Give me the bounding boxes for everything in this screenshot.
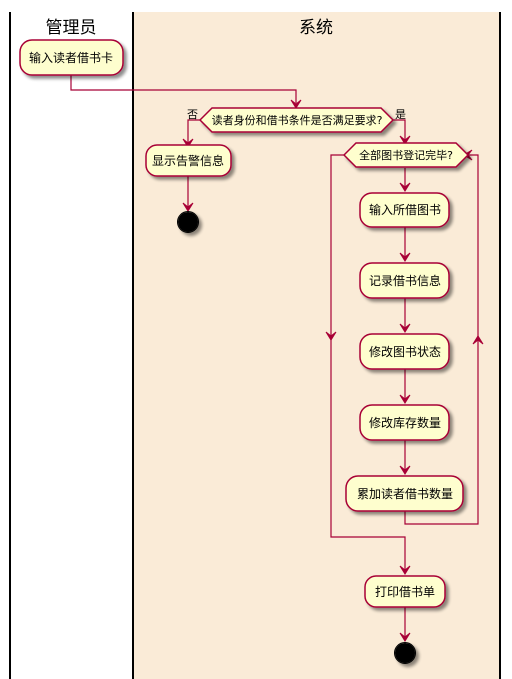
node-record-info bbox=[359, 262, 450, 299]
edge-loop-exit bbox=[330, 154, 406, 570]
node-input-books bbox=[359, 192, 450, 228]
lane-title-system: 系统 bbox=[299, 18, 333, 38]
arrow-loop-exit-down bbox=[325, 331, 337, 341]
stop-node-warning bbox=[177, 211, 199, 233]
arrow-decision-yes bbox=[399, 135, 411, 145]
decision-check bbox=[198, 107, 395, 133]
edge-card-to-decision bbox=[70, 75, 297, 103]
arrow-input-books-to-record bbox=[399, 252, 411, 262]
node-add-count-label: 累加读者借书数量 bbox=[357, 486, 453, 501]
node-show-warning-label: 显示告警信息 bbox=[152, 153, 224, 168]
arrow-record-to-status bbox=[399, 323, 411, 333]
node-show-warning bbox=[145, 144, 232, 177]
node-input-books-label: 输入所借图书 bbox=[369, 202, 441, 217]
decision-check-label: 读者身份和借书条件是否满足要求? bbox=[212, 113, 383, 127]
arrow-loop-back-up bbox=[472, 335, 484, 345]
node-modify-status-label: 修改图书状态 bbox=[369, 344, 441, 359]
branch-yes-label: 是 bbox=[395, 108, 406, 121]
node-print-slip bbox=[364, 575, 446, 608]
lane-admin-background bbox=[10, 12, 133, 679]
node-input-card bbox=[19, 39, 124, 76]
stop-node-final bbox=[394, 642, 416, 664]
edge-decision-no bbox=[187, 119, 200, 143]
node-modify-stock-label: 修改库存数量 bbox=[369, 415, 441, 430]
branch-no-label: 否 bbox=[187, 108, 198, 121]
node-record-info-label: 记录借书信息 bbox=[369, 273, 441, 288]
decision-loop bbox=[342, 142, 470, 168]
decision-loop-label: 全部图书登记完毕? bbox=[359, 148, 453, 162]
node-modify-stock bbox=[359, 404, 450, 441]
arrow-print-to-stop bbox=[399, 632, 411, 642]
node-input-card-label: 输入读者借书卡 bbox=[29, 50, 113, 65]
edge-loop-back bbox=[404, 154, 479, 525]
edge-decision-yes bbox=[393, 119, 406, 140]
node-modify-status bbox=[359, 333, 450, 370]
arrow-warning-to-stop bbox=[182, 202, 194, 212]
lane-title-admin: 管理员 bbox=[46, 18, 97, 38]
arrow-card-to-decision bbox=[290, 99, 302, 109]
arrow-stock-to-count bbox=[399, 465, 411, 475]
node-print-slip-label: 打印借书单 bbox=[375, 585, 435, 599]
arrow-status-to-stock bbox=[399, 394, 411, 404]
arrow-loop-exit-to-print bbox=[399, 565, 411, 575]
node-add-count bbox=[345, 475, 464, 512]
arrow-loop-to-input-books bbox=[399, 182, 411, 192]
